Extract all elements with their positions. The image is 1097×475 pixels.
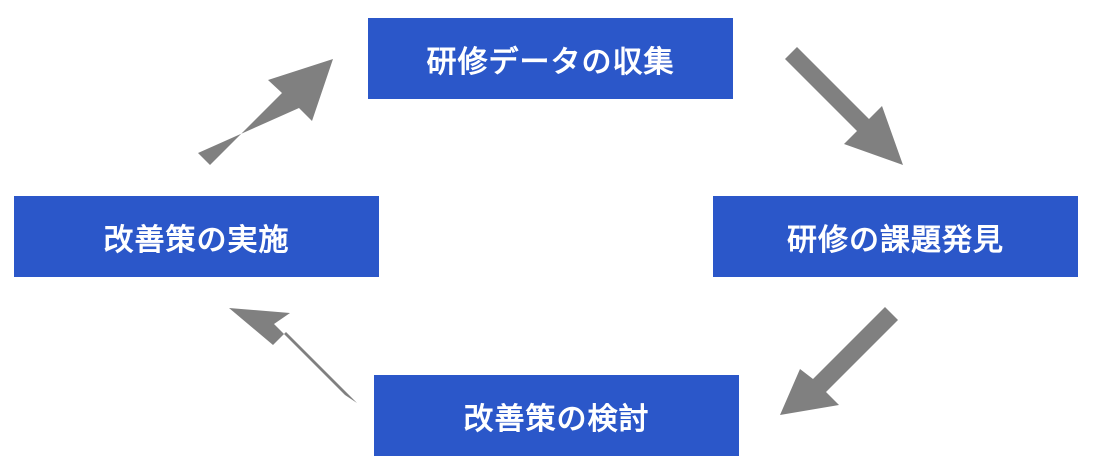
arrow-up-left-icon <box>229 308 357 403</box>
step-consider-improvements: 改善策の検討 <box>374 375 739 456</box>
step-find-training-issues: 研修の課題発見 <box>713 196 1078 277</box>
step-label: 改善策の検討 <box>463 401 650 437</box>
step-label: 研修の課題発見 <box>787 222 1004 258</box>
arrow-up-right-icon <box>198 59 333 165</box>
step-label: 改善策の実施 <box>103 222 290 258</box>
arrow-down-left-icon <box>780 307 898 415</box>
arrow-down-right-icon <box>785 47 903 165</box>
step-implement-improvements: 改善策の実施 <box>14 196 379 277</box>
step-collect-training-data: 研修データの収集 <box>368 18 733 99</box>
step-label: 研修データの収集 <box>426 44 675 80</box>
